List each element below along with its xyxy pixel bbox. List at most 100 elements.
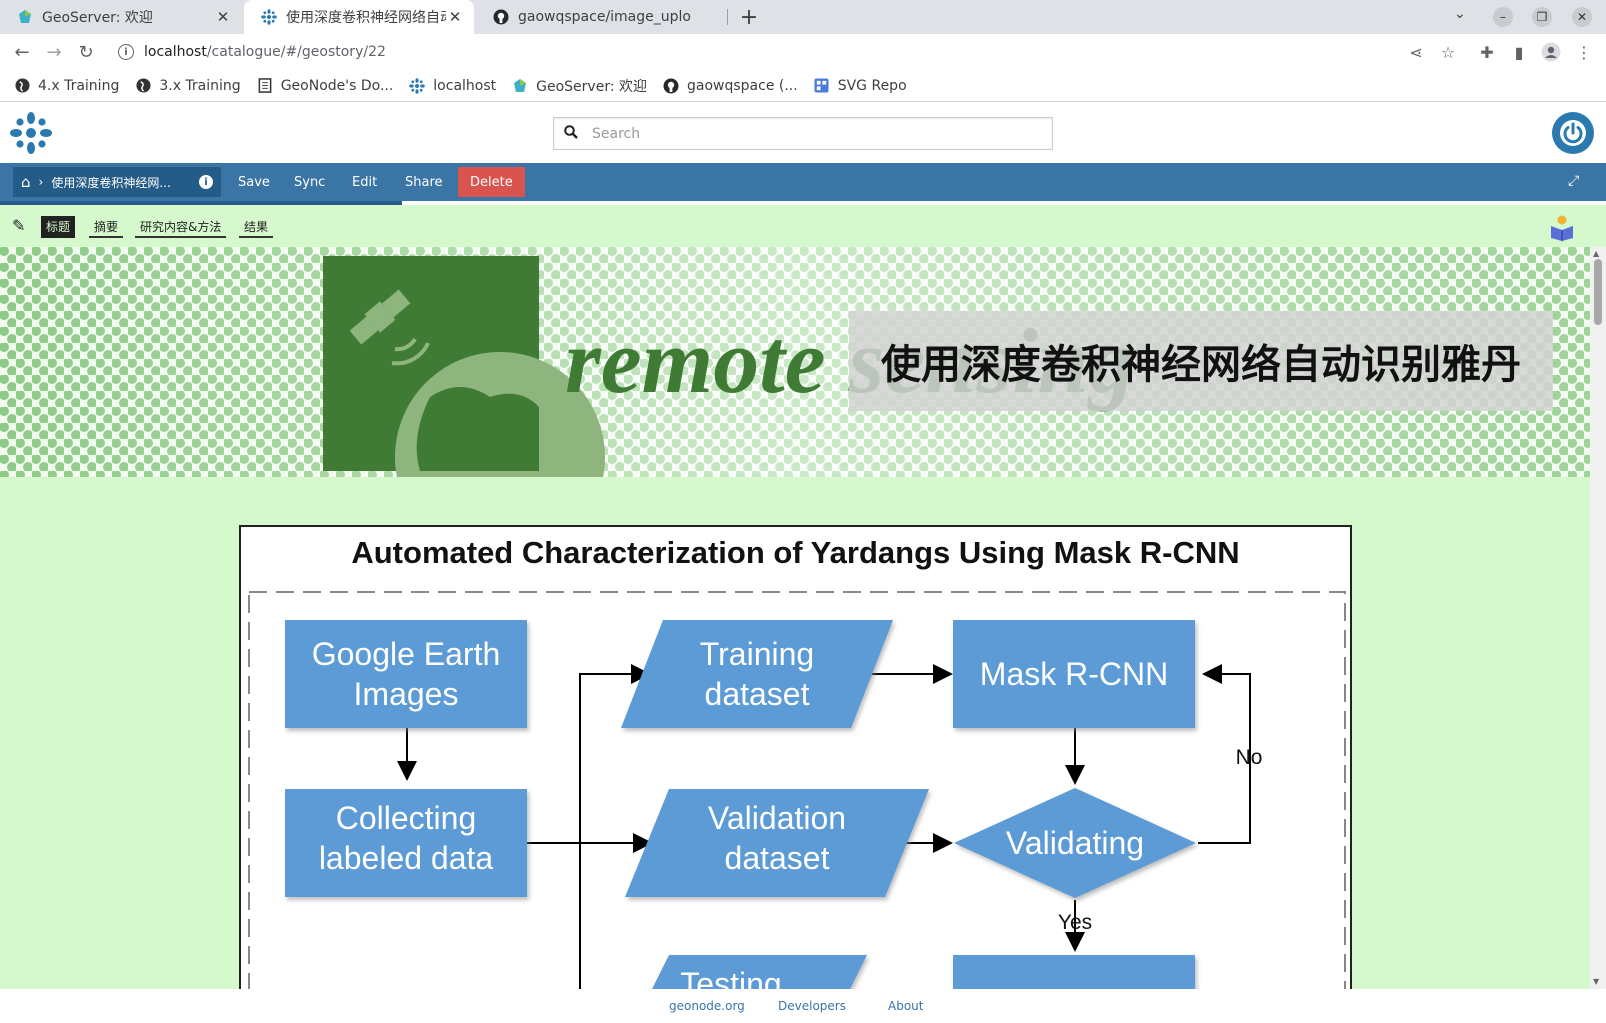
story-nav-abstract[interactable]: 摘要	[89, 216, 124, 238]
extensions-icon[interactable]: ✚	[1480, 42, 1494, 62]
bookmark-svg-repo[interactable]: SVG Repo	[814, 78, 907, 94]
expand-icon[interactable]: ⤢	[1568, 173, 1580, 189]
edge-label-no: No	[1236, 746, 1263, 769]
flowchart-figure: Automated Characterization of Yardangs U…	[239, 525, 1352, 989]
footer-link-about[interactable]: About	[888, 999, 924, 1013]
geoserver-icon	[16, 8, 34, 26]
home-icon[interactable]: ⌂	[21, 173, 31, 191]
search-input[interactable]	[592, 125, 1012, 142]
share-icon[interactable]: ⋖	[1409, 42, 1423, 62]
node-validating: Validating	[954, 788, 1196, 898]
scroll-down-icon[interactable]: ▼	[1593, 977, 1600, 986]
bookmark-label: 4.x Training	[38, 77, 120, 94]
share-button[interactable]: Share	[405, 174, 443, 190]
sync-button[interactable]: Sync	[294, 174, 326, 190]
url-path: /catalogue/#/geostory/22	[206, 44, 386, 60]
footer-link-geonode[interactable]: geonode.org	[669, 999, 745, 1013]
close-icon[interactable]: ✕	[216, 8, 230, 26]
figure-title: Automated Characterization of Yardangs U…	[351, 535, 1240, 570]
close-window-icon[interactable]: ✕	[1572, 7, 1592, 27]
menu-icon[interactable]: ⋮	[1576, 42, 1592, 62]
bookmark-label: gaowqspace (...	[687, 77, 798, 94]
delete-button[interactable]: Delete	[458, 167, 525, 197]
hero-banner: remote sensing 使用深度卷积神经网络自动识别雅丹	[0, 247, 1590, 562]
browser-tab-geoserver[interactable]: GeoServer: 欢迎 ✕	[0, 0, 242, 34]
info-icon[interactable]: i	[199, 175, 213, 189]
site-info-icon[interactable]: i	[118, 44, 134, 60]
tab-title: 使用深度卷积神经网络自动	[286, 10, 446, 26]
forward-icon[interactable]: →	[46, 41, 62, 63]
node-label: Validating	[1006, 825, 1144, 861]
save-button[interactable]: Save	[238, 174, 270, 190]
search-icon	[564, 124, 580, 143]
profile-icon[interactable]	[1541, 42, 1561, 62]
reader-icon[interactable]	[1548, 213, 1576, 241]
node-label: dataset	[725, 840, 830, 876]
pencil-icon[interactable]: ✎	[12, 216, 26, 235]
geonode-logo[interactable]	[10, 112, 52, 154]
side-panel-icon[interactable]: ▮	[1514, 42, 1524, 62]
new-tab-icon[interactable]: +	[739, 4, 759, 30]
scroll-up-icon[interactable]: ▲	[1593, 249, 1600, 258]
globe-icon	[135, 78, 151, 94]
close-icon[interactable]: ✕	[448, 8, 462, 26]
browser-tab-geostory[interactable]: 使用深度卷积神经网络自动 ✕	[244, 0, 474, 34]
edge-label-yes: Yes	[1058, 911, 1092, 934]
breadcrumb: ⌂ › 使用深度卷积神经网... i	[13, 167, 221, 197]
bookmark-4x-training[interactable]: 4.x Training	[14, 78, 119, 94]
back-icon[interactable]: ←	[14, 41, 30, 63]
github-icon	[492, 8, 510, 26]
node-training-dataset: Training dataset	[621, 620, 893, 728]
browser-tab-github[interactable]: gaowqspace/image_uplo	[476, 0, 726, 34]
tab-title: gaowqspace/image_uplo	[518, 9, 691, 25]
node-mask-rcnn: Mask R-CNN	[953, 620, 1195, 728]
node-google-earth-images: Google Earth Images	[285, 620, 527, 728]
node-label: Images	[354, 676, 459, 712]
breadcrumb-title: 使用深度卷积神经网...	[51, 175, 171, 190]
search-field[interactable]	[553, 117, 1053, 150]
bookmark-3x-training[interactable]: 3.x Training	[135, 77, 241, 94]
story-content: remote sensing 使用深度卷积神经网络自动识别雅丹 Automate…	[0, 247, 1590, 989]
geonode-icon	[409, 77, 426, 94]
bookmark-localhost[interactable]: localhost	[409, 78, 496, 94]
doc-icon	[257, 78, 273, 94]
bookmark-label: localhost	[433, 77, 497, 94]
bookmark-github[interactable]: gaowqspace (...	[663, 78, 798, 94]
story-nav-methods[interactable]: 研究内容&方法	[135, 216, 227, 238]
flowchart-diagram: Google Earth Images Collecting labeled d…	[248, 591, 1346, 989]
content-scrollbar[interactable]: ▲ ▼	[1590, 247, 1606, 989]
story-progress-bar	[0, 201, 402, 205]
bookmarks-bar: 4.x Training 3.x Training GeoNode's Do..…	[0, 70, 1606, 102]
restore-icon[interactable]: ❐	[1532, 7, 1552, 27]
story-nav-results[interactable]: 结果	[239, 216, 274, 238]
node-label: dataset	[705, 676, 810, 712]
story-navigation: ✎ 标题 摘要 研究内容&方法 结果	[0, 205, 1606, 247]
chevron-down-icon[interactable]: ⌄	[1454, 6, 1466, 22]
chevron-right-icon: ›	[38, 175, 44, 189]
bookmark-geonode-docs[interactable]: GeoNode's Do...	[257, 78, 393, 94]
bookmark-label: GeoServer: 欢迎	[536, 78, 647, 95]
geonode-icon	[260, 8, 278, 26]
bookmark-geoserver[interactable]: GeoServer: 欢迎	[512, 76, 647, 96]
story-nav-title[interactable]: 标题	[41, 216, 76, 238]
bookmark-star-icon[interactable]: ☆	[1440, 42, 1456, 62]
app-header	[0, 103, 1606, 163]
scrollbar-thumb[interactable]	[1594, 259, 1602, 325]
footer-link-developers[interactable]: Developers	[778, 999, 846, 1013]
edge-collecting-to-training	[579, 664, 651, 843]
reload-icon[interactable]: ↻	[78, 41, 94, 63]
node-label: Testing	[680, 966, 781, 989]
edit-button[interactable]: Edit	[352, 174, 378, 190]
address-bar[interactable]: i localhost/catalogue/#/geostory/22	[108, 36, 1398, 68]
node-label: labeled data	[319, 840, 494, 876]
node-label: Mask R-CNN	[980, 656, 1168, 692]
story-title: 使用深度卷积神经网络自动识别雅丹	[849, 311, 1553, 411]
globe-icon	[14, 78, 30, 94]
edge-validating-no-loop	[1198, 664, 1251, 844]
power-icon[interactable]	[1552, 112, 1594, 154]
geoserver-icon	[512, 78, 528, 94]
node-label: Validation	[708, 800, 846, 836]
bookmark-label: 3.x Training	[159, 77, 241, 94]
page-footer: geonode.org Developers About	[0, 989, 1606, 1023]
minimize-icon[interactable]: –	[1493, 7, 1513, 27]
